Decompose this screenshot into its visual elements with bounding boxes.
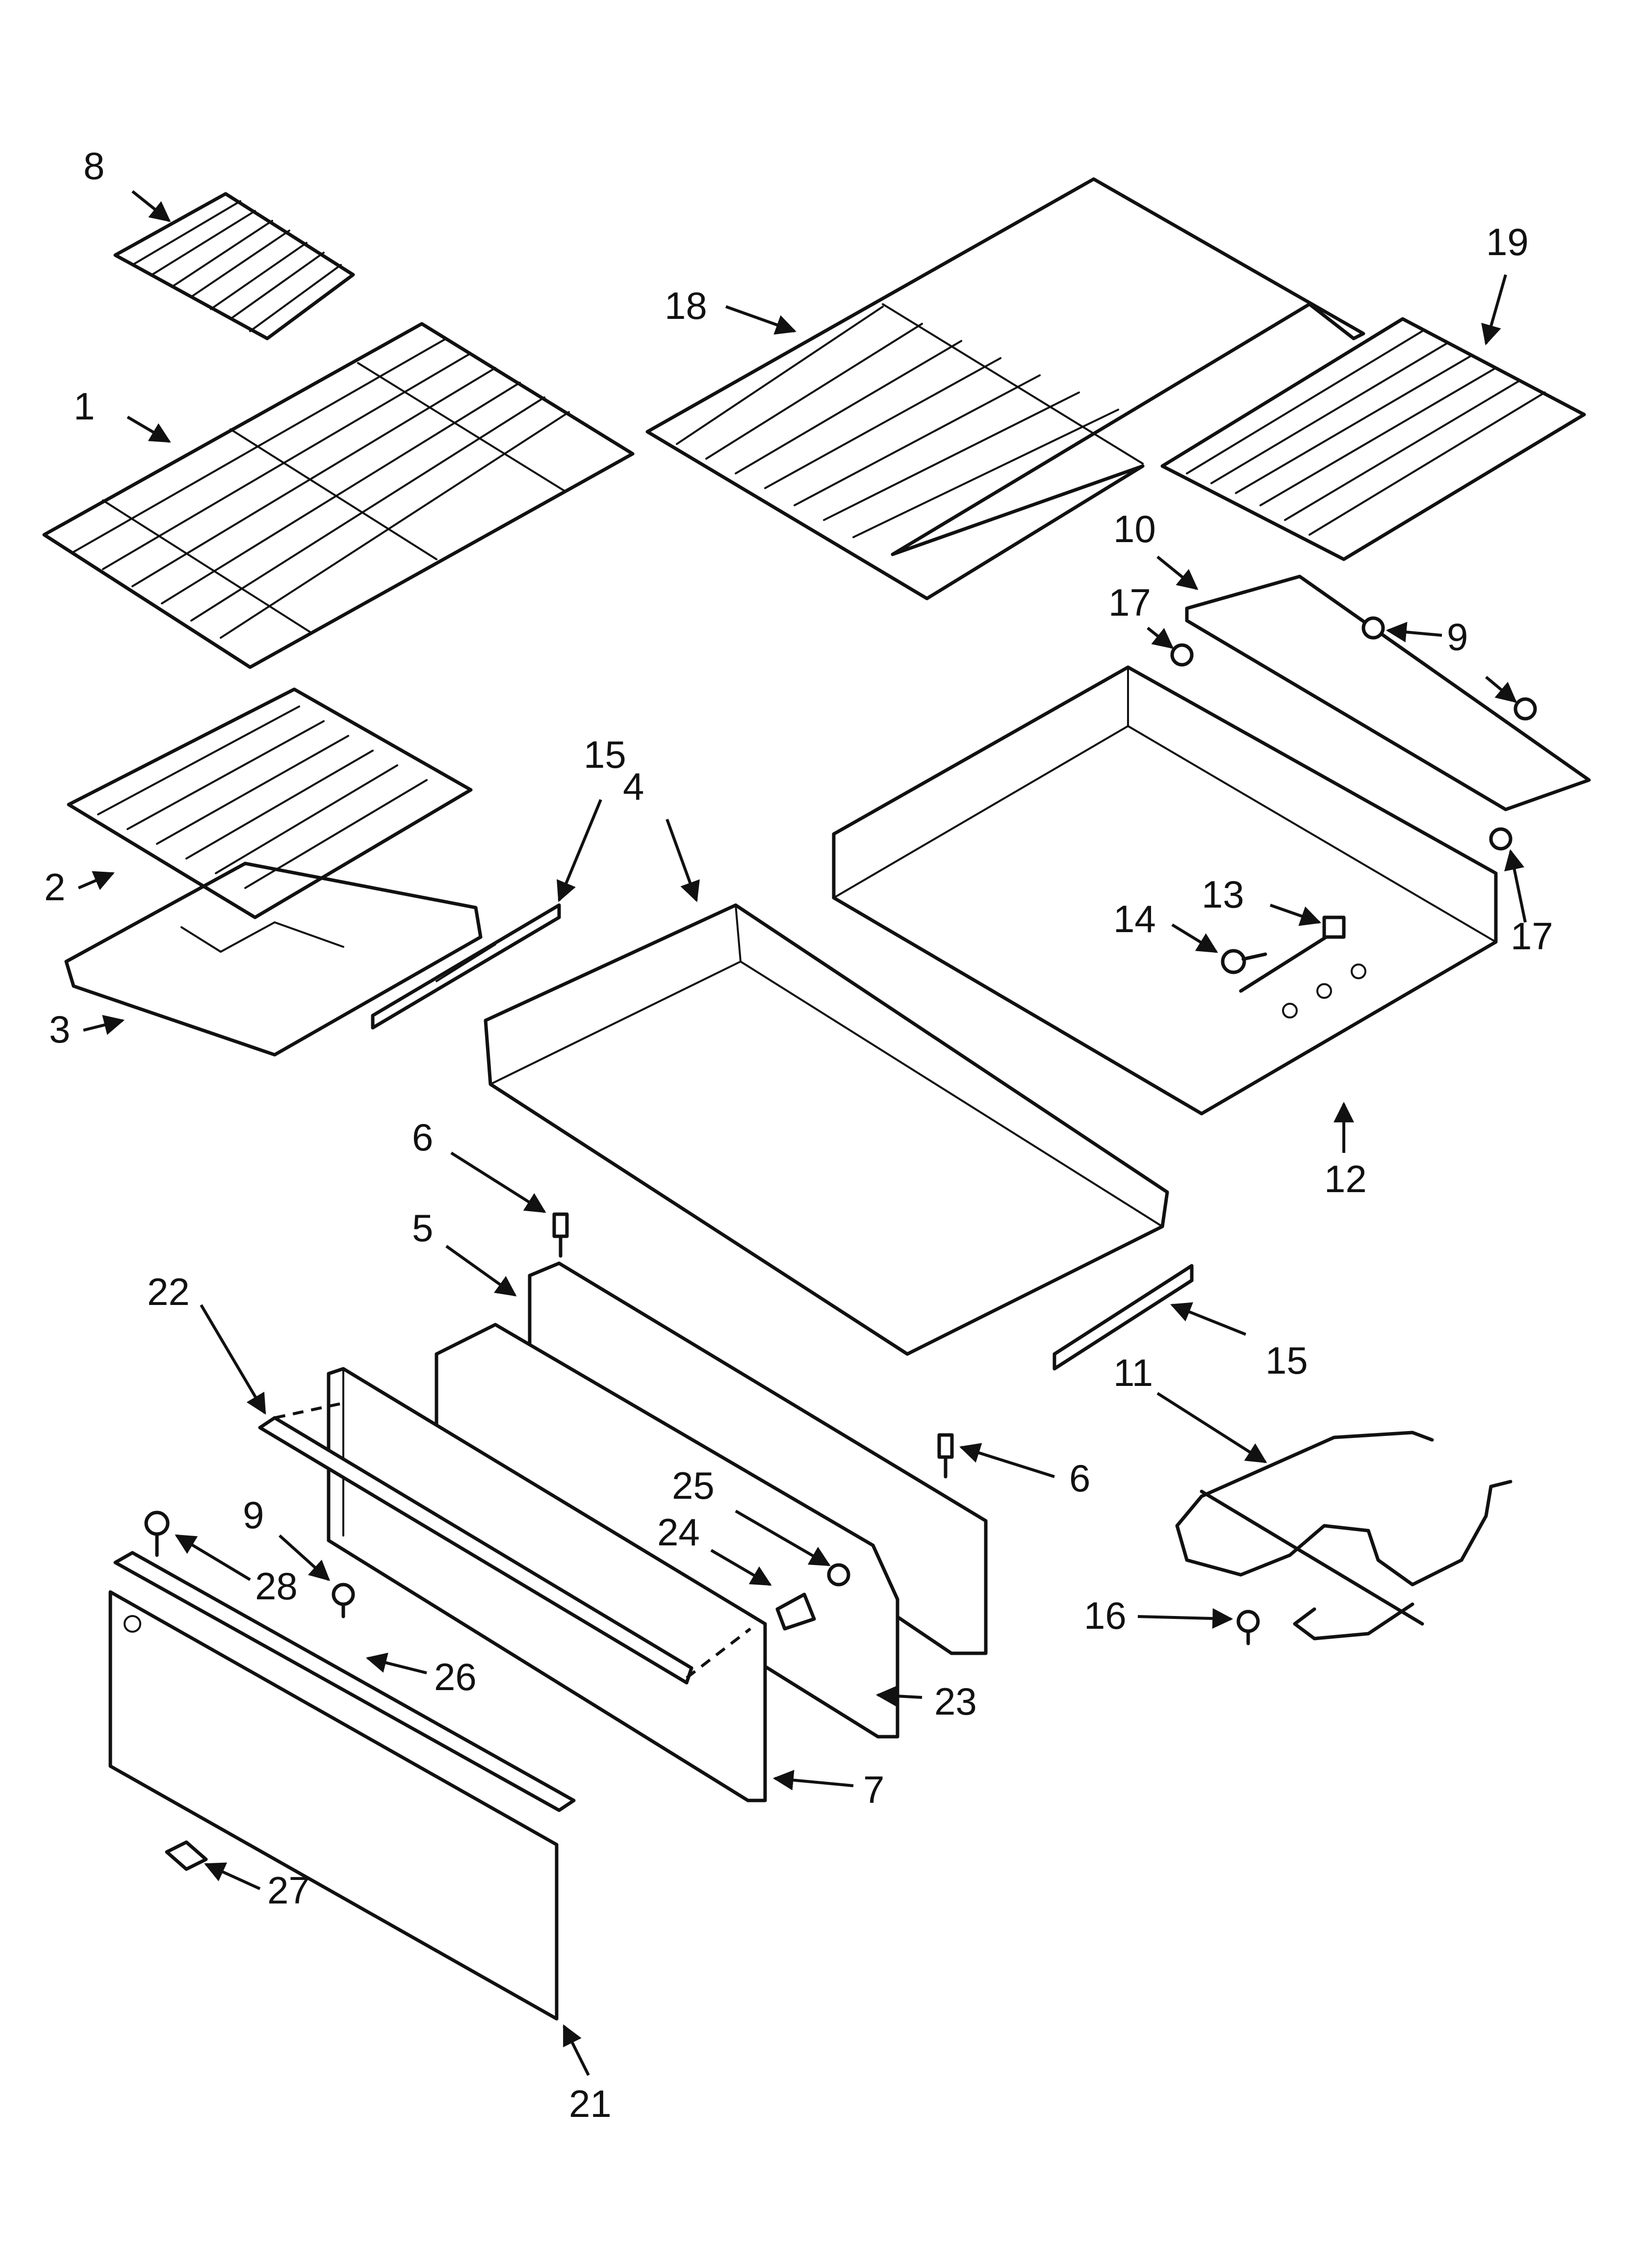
callout-labels: 8 1 18 19 10 17 9 17 15 4 2 3 13 14 12 6… bbox=[44, 144, 1553, 2125]
part-15-slide-right bbox=[1052, 1264, 1194, 1371]
part-12-drawer-housing bbox=[832, 665, 1498, 1116]
callout-17-top: 17 bbox=[1108, 581, 1151, 624]
callout-6-left: 6 bbox=[412, 1116, 433, 1159]
part-1-oven-rack bbox=[42, 322, 635, 669]
screw-17-right bbox=[1489, 827, 1513, 851]
screw-25 bbox=[827, 1563, 850, 1587]
part-10-shield bbox=[1185, 574, 1591, 811]
callout-10: 10 bbox=[1113, 507, 1156, 550]
callout-9-top: 9 bbox=[1447, 615, 1468, 658]
callout-13: 13 bbox=[1202, 873, 1244, 916]
callout-25: 25 bbox=[672, 1464, 715, 1507]
callout-19: 19 bbox=[1486, 220, 1529, 263]
callout-12: 12 bbox=[1324, 1157, 1367, 1200]
callout-21: 21 bbox=[569, 2082, 612, 2125]
screw-14 bbox=[1221, 949, 1267, 974]
part-2-broiler-grid bbox=[67, 687, 473, 919]
screw-16 bbox=[1236, 1610, 1260, 1645]
callout-17-right: 17 bbox=[1511, 914, 1553, 958]
part-18-oven-rack bbox=[645, 177, 1365, 600]
callout-7: 7 bbox=[863, 1768, 884, 1811]
part-15-slide-left bbox=[371, 903, 561, 1030]
callout-6-right: 6 bbox=[1069, 1457, 1090, 1500]
callout-15-left: 15 bbox=[584, 733, 626, 776]
screw-9-top-2 bbox=[1514, 697, 1537, 721]
callout-8: 8 bbox=[83, 144, 104, 187]
pin-6-left bbox=[552, 1212, 569, 1258]
part-3-broiler-pan bbox=[64, 861, 483, 1057]
part-8-small-rack bbox=[113, 192, 355, 340]
screw-9-top bbox=[1361, 616, 1385, 640]
part-24-bracket bbox=[775, 1592, 816, 1631]
callout-5: 5 bbox=[412, 1206, 433, 1250]
callout-11: 11 bbox=[1113, 1351, 1153, 1394]
callout-1: 1 bbox=[74, 385, 95, 428]
part-27-clip bbox=[165, 1840, 208, 1871]
callout-22: 22 bbox=[147, 1270, 190, 1313]
callout-2: 2 bbox=[44, 865, 65, 909]
part-19-half-rack bbox=[1160, 317, 1586, 561]
callout-4: 4 bbox=[623, 765, 644, 808]
part-13-sensor bbox=[1239, 915, 1346, 993]
part-21-drawer-panel bbox=[108, 1590, 559, 2021]
leader-lines bbox=[77, 190, 1527, 2076]
callout-27: 27 bbox=[267, 1869, 310, 1912]
callout-14: 14 bbox=[1113, 897, 1156, 940]
callout-9-bottom: 9 bbox=[243, 1493, 264, 1537]
screw-28 bbox=[144, 1511, 170, 1557]
part-4-drawer-pan bbox=[484, 903, 1169, 1356]
callout-15-right: 15 bbox=[1265, 1339, 1308, 1382]
screw-9-bottom bbox=[332, 1583, 355, 1618]
part-26-trim bbox=[113, 1551, 576, 1812]
screw-17-top bbox=[1170, 643, 1194, 667]
callout-18: 18 bbox=[665, 284, 707, 327]
callout-3: 3 bbox=[49, 1008, 70, 1051]
callout-23: 23 bbox=[934, 1680, 977, 1723]
callout-24: 24 bbox=[657, 1511, 700, 1554]
pin-6-right bbox=[937, 1433, 954, 1479]
part-22-handle bbox=[258, 1402, 751, 1685]
callout-26: 26 bbox=[434, 1655, 477, 1698]
callout-16: 16 bbox=[1084, 1594, 1127, 1637]
part-11-bake-element bbox=[1175, 1431, 1513, 1641]
callout-28: 28 bbox=[255, 1564, 298, 1608]
